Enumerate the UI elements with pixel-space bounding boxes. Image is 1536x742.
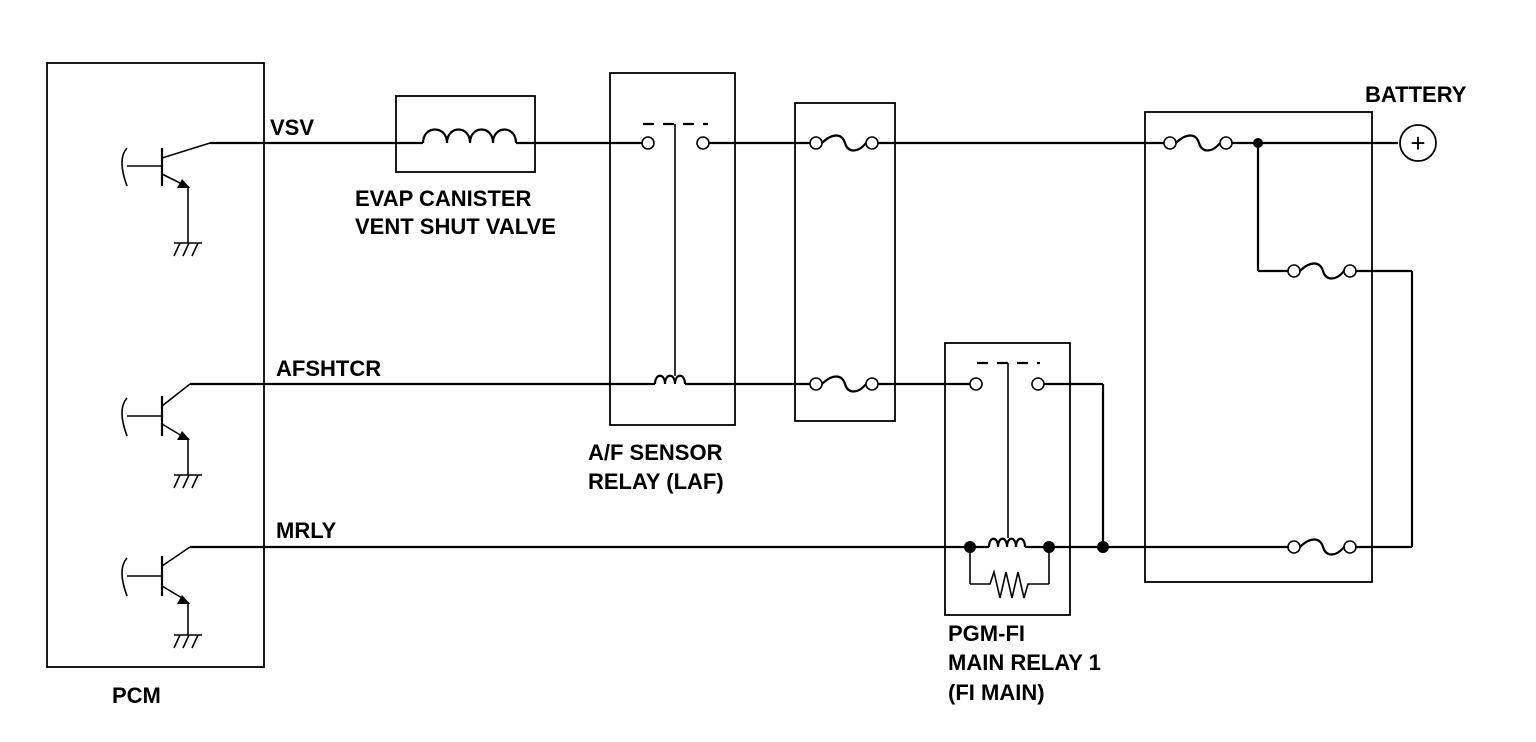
pcm-box (46, 62, 265, 668)
main-relay-box (944, 342, 1071, 616)
pgm-fi-main-relay: PGM-FI MAIN RELAY 1 (FI MAIN) (944, 342, 1101, 705)
main-relay-coil-icon (987, 537, 1027, 548)
af-relay-coil-icon (653, 374, 687, 385)
pcm-label: PCM (112, 683, 161, 708)
wire-label-mrly: MRLY (276, 518, 337, 543)
af-sensor-relay: A/F SENSOR RELAY (LAF) (588, 72, 736, 494)
afshtcr-wire (190, 382, 1105, 547)
fuse-icon (809, 375, 879, 393)
fuse-icon (1287, 262, 1357, 280)
fuse-box-2 (1144, 111, 1414, 583)
evap-valve-label-line2: VENT SHUT VALVE (355, 214, 556, 239)
af-relay-label-line2: RELAY (LAF) (588, 469, 724, 494)
pcm-transistor-afshtcr (121, 383, 202, 489)
pcm-unit: PCM (46, 62, 265, 708)
fuse-icon (809, 134, 879, 152)
evap-valve-coil-icon (421, 128, 518, 144)
battery-plus-symbol: + (1410, 128, 1425, 158)
main-relay-label-line1: PGM-FI (948, 621, 1025, 646)
battery-terminal-icon (1399, 124, 1437, 162)
battery: BATTERY + (1365, 82, 1467, 162)
main-relay-label-line3: (FI MAIN) (948, 680, 1045, 705)
fuse-box-1-frame (794, 102, 896, 422)
battery-label: BATTERY (1365, 82, 1467, 107)
fuse-icon (1163, 134, 1233, 152)
fuse-icon (1287, 538, 1357, 556)
wire-label-afshtcr: AFSHTCR (276, 356, 381, 381)
pcm-transistor-mrly (121, 546, 202, 649)
wire-label-vsv: VSV (270, 115, 314, 140)
evap-valve-label-line1: EVAP CANISTER (355, 186, 532, 211)
resistor-icon (970, 569, 1049, 599)
main-relay-label-line2: MAIN RELAY 1 (948, 650, 1101, 675)
pcm-transistor-vsv (121, 142, 211, 257)
fuse-box-2-frame (1144, 111, 1373, 583)
mrly-wire (190, 541, 1294, 553)
af-relay-label-line1: A/F SENSOR (588, 440, 723, 465)
fuse-box-1 (794, 102, 896, 422)
evap-valve-box (395, 95, 536, 173)
af-relay-box (609, 72, 736, 426)
evap-valve: EVAP CANISTER VENT SHUT VALVE (355, 95, 556, 239)
